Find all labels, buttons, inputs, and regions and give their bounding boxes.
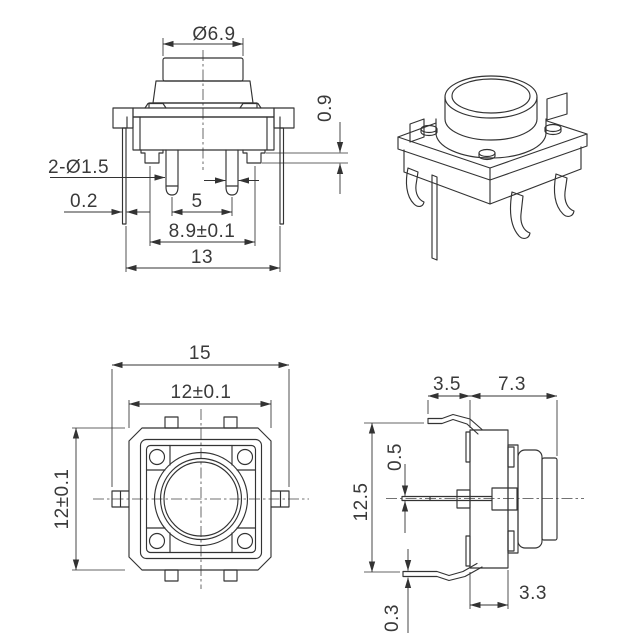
dim-pin-pitch: 5 — [191, 191, 202, 212]
top-cover-seams — [145, 444, 257, 554]
iso-ear-left — [409, 118, 425, 143]
dim-boss-span: 8.9±0.1 — [169, 221, 236, 242]
dim-terminal-thickness: 0.5 — [385, 443, 406, 471]
dim-boss-ext — [149, 166, 256, 246]
front-ground-leg-right — [279, 127, 285, 225]
side-view: 3.5 7.3 12.5 0.5 3.3 0.3 — [351, 374, 584, 633]
top-button-inner — [163, 461, 239, 537]
top-cover-inner — [145, 444, 257, 554]
front-standoff-left — [140, 149, 164, 164]
dim-leg-offset: 3.5 — [433, 374, 461, 395]
front-ear-right — [273, 107, 295, 129]
dim-lead-span: 13 — [191, 247, 213, 268]
iso-base-top — [397, 120, 588, 169]
side-terminal-block — [491, 487, 518, 511]
front-standoff-right — [242, 149, 266, 164]
top-button-ring — [159, 457, 243, 541]
iso-leg-front — [509, 191, 531, 239]
top-side-pin-left — [111, 490, 130, 508]
front-rivet-nub-right — [239, 102, 262, 109]
iso-leg-right — [553, 173, 575, 217]
side-leg-top — [427, 413, 483, 435]
dim-upper-depth: 7.3 — [498, 374, 526, 395]
top-body-outline — [128, 427, 272, 571]
top-tabs — [164, 416, 238, 582]
top-cover — [139, 438, 263, 560]
dim-terminal-span: 15 — [189, 343, 211, 364]
front-ground-leg-left — [121, 127, 127, 225]
front-seating-lines — [262, 152, 348, 164]
iso-skirt — [435, 118, 547, 159]
dim-body-depth: 12±0.1 — [52, 469, 73, 530]
front-ear-left — [112, 107, 134, 129]
side-button — [517, 449, 543, 549]
front-terminal-right — [225, 149, 239, 196]
dim-leg-lift: 0.3 — [382, 604, 403, 632]
dim-cap-diameter: Ø6.9 — [192, 24, 235, 45]
iso-ground-pin — [431, 174, 438, 261]
dim-leg-thickness: 0.2 — [70, 191, 98, 212]
front-view: Ø6.9 0.9 2-Ø1.5 0.2 5 8.9±0.1 13 — [48, 24, 348, 272]
top-side-pin-right — [270, 490, 290, 508]
dim-standoff-height: 0.9 — [315, 94, 336, 122]
front-cover-plate — [132, 107, 275, 118]
side-leg-bottom — [402, 562, 483, 582]
dim-overall-size: 12.5 — [351, 483, 372, 522]
side-body-tabs — [456, 431, 471, 567]
side-terminal-pin — [401, 495, 493, 502]
iso-cap-side — [444, 96, 538, 141]
top-rivets — [148, 448, 254, 550]
front-terminal-left — [165, 149, 179, 196]
iso-lower-body — [403, 146, 582, 205]
dim-lead-ext — [125, 226, 281, 272]
front-body-inner-walls — [139, 116, 268, 151]
dim-body-width: 12±0.1 — [171, 382, 232, 403]
iso-rivets — [420, 123, 562, 161]
top-view: 15 12±0.1 12±0.1 — [52, 343, 309, 589]
iso-base-walls — [397, 133, 588, 181]
iso-cap-top-inner — [451, 78, 531, 114]
iso-leg-left — [405, 167, 425, 208]
dim-base-ext — [469, 570, 509, 609]
front-rivet-nub-left — [144, 102, 167, 109]
iso-ear-right — [546, 92, 568, 121]
dim-depth-ext — [72, 427, 125, 571]
top-button-outer — [153, 451, 249, 547]
dim-depths-ext — [427, 400, 558, 456]
front-body — [132, 116, 275, 151]
isometric-view — [397, 75, 588, 261]
side-cover-details — [507, 446, 515, 552]
iso-cap-top — [444, 75, 538, 119]
dim-pin-diameter: 2-Ø1.5 — [48, 157, 109, 178]
side-stem — [541, 457, 558, 541]
dim-base-depth: 3.3 — [519, 583, 547, 604]
side-body — [469, 429, 509, 569]
